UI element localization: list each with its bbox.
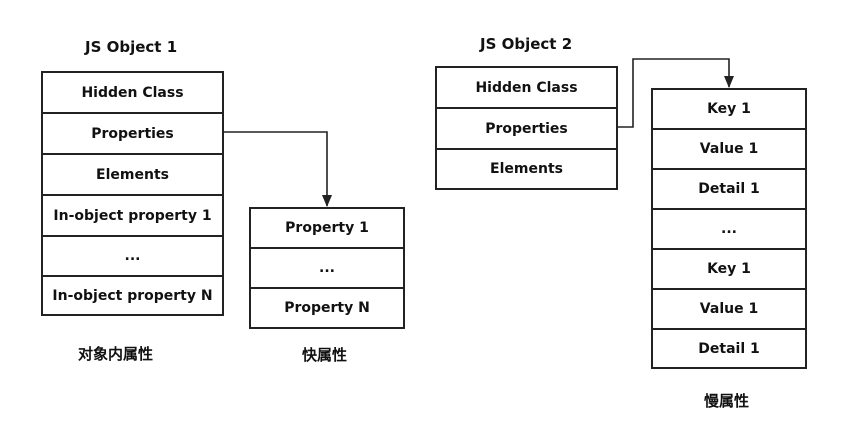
object1-title: JS Object 1 xyxy=(85,38,178,56)
slow-property-row: Key 1 xyxy=(653,90,805,130)
object1-row: Elements xyxy=(43,155,222,196)
object2-row: Elements xyxy=(490,161,563,177)
fast-properties-box: Property 1 ... Property N xyxy=(249,207,405,329)
object2-row: Properties xyxy=(437,109,616,150)
object1-row: ... xyxy=(43,237,222,277)
slow-properties-caption: 慢属性 xyxy=(704,392,750,410)
object2-row: Hidden Class xyxy=(437,68,616,109)
object1-box: Hidden Class Properties Elements In-obje… xyxy=(41,71,224,316)
slow-property-row: ... xyxy=(653,210,805,250)
object2-title: JS Object 2 xyxy=(480,35,573,53)
slow-property-row: Detail 1 xyxy=(698,340,760,357)
object1-row: Hidden Class xyxy=(43,73,222,114)
arrow-object2-to-slow xyxy=(618,58,734,128)
object1-row: In-object property 1 xyxy=(43,196,222,237)
fast-property-row: ... xyxy=(251,249,403,289)
slow-property-row: Key 1 xyxy=(653,250,805,290)
object1-row: Properties xyxy=(43,114,222,155)
slow-properties-box: Key 1 Value 1 Detail 1 ... Key 1 Value 1… xyxy=(651,88,807,369)
object2-box: Hidden Class Properties Elements xyxy=(435,66,618,190)
object1-row: In-object property N xyxy=(52,287,213,304)
fast-property-row: Property N xyxy=(284,300,370,316)
object1-caption: 对象内属性 xyxy=(78,345,154,363)
slow-property-row: Detail 1 xyxy=(653,170,805,210)
arrow-object1-to-fast xyxy=(224,131,332,207)
slow-property-row: Value 1 xyxy=(653,130,805,170)
fast-properties-caption: 快属性 xyxy=(302,346,348,364)
fast-property-row: Property 1 xyxy=(251,209,403,249)
slow-property-row: Value 1 xyxy=(653,290,805,330)
